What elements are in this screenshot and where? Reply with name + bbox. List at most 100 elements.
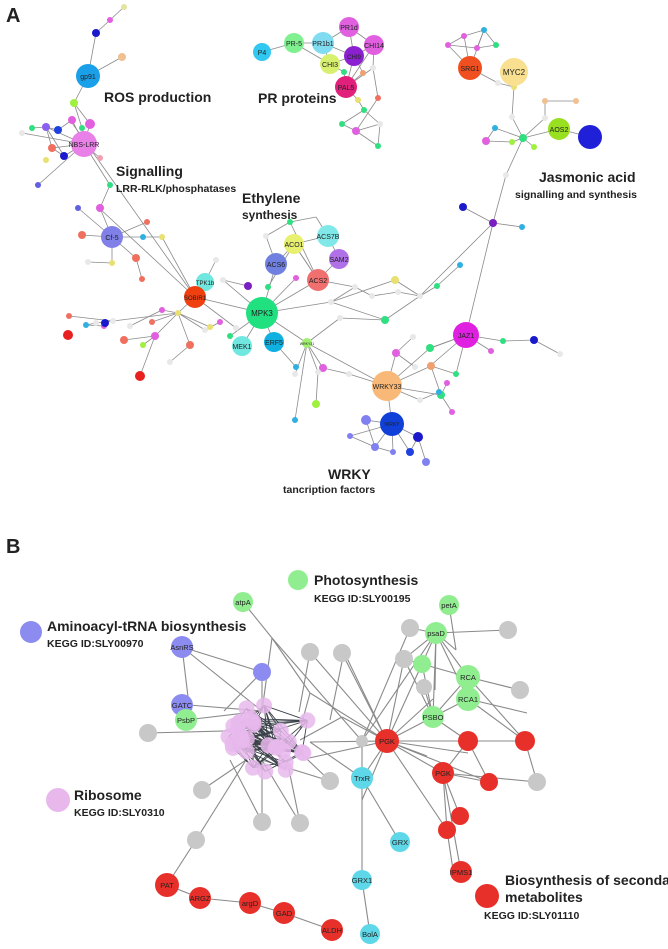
network-node <box>256 697 273 714</box>
svg-text:WRKY31: WRKY31 <box>300 342 314 346</box>
network-node <box>263 233 269 239</box>
svg-text:SRG1: SRG1 <box>460 66 479 73</box>
network-node <box>118 53 126 61</box>
svg-text:ERF5: ERF5 <box>265 340 283 347</box>
svg-text:CHI14: CHI14 <box>364 43 384 50</box>
label-signalling: Signalling <box>116 163 183 179</box>
node-srg1: SRG1 <box>458 56 482 80</box>
network-node <box>140 234 146 240</box>
network-node <box>453 371 459 377</box>
node-grx1: GRX1 <box>352 870 372 890</box>
svg-text:SAM2: SAM2 <box>329 257 348 264</box>
svg-text:RCA: RCA <box>460 673 476 682</box>
network-node <box>293 364 299 370</box>
network-node <box>101 319 109 327</box>
network-node <box>519 134 527 142</box>
network-node <box>557 351 563 357</box>
network-node <box>573 98 579 104</box>
network-node <box>438 821 456 839</box>
node-pat: PAT <box>155 873 179 897</box>
node-tpk1b: TPK1b <box>196 273 215 291</box>
node-asnrs: AsnRS <box>170 636 194 658</box>
network-node <box>75 205 81 211</box>
network-node <box>193 781 211 799</box>
network-node <box>139 276 145 282</box>
panel-b: atpA petA AsnRS GATC PsbP psaD <box>6 536 668 944</box>
network-node <box>107 182 113 188</box>
network-node <box>511 681 529 699</box>
network-node <box>292 371 298 377</box>
network-node <box>202 327 208 333</box>
node-argd: argD <box>239 892 261 914</box>
network-node <box>135 371 145 381</box>
node-gad: GAD <box>273 902 295 924</box>
svg-text:ACO1: ACO1 <box>284 242 303 249</box>
svg-text:PsbP: PsbP <box>177 716 195 725</box>
node-acs6: ACS6 <box>265 253 287 275</box>
label-jasmonic-sub: signalling and synthesis <box>515 189 637 201</box>
network-node <box>92 29 100 37</box>
panel-a-letter: A <box>6 5 20 27</box>
svg-text:CHI9: CHI9 <box>347 55 361 61</box>
node-grx: GRX <box>390 832 410 852</box>
legend-secondary-swatch <box>475 884 499 908</box>
network-node <box>79 125 85 131</box>
network-node <box>299 712 316 729</box>
network-node <box>519 224 525 230</box>
network-node <box>515 731 535 751</box>
label-jasmonic-acid: Jasmonic acid <box>539 169 636 185</box>
svg-text:PGK: PGK <box>379 737 395 746</box>
network-node <box>413 432 423 442</box>
network-node <box>355 97 361 103</box>
network-node <box>43 157 49 163</box>
node-acs7b: ACS7B <box>317 225 340 247</box>
network-node <box>361 107 367 113</box>
network-node <box>480 773 498 791</box>
node-psbp: PsbP <box>175 709 197 731</box>
network-node <box>352 127 360 135</box>
node-mek1: MEK1 <box>232 336 252 356</box>
network-node <box>412 364 418 370</box>
network-node <box>427 362 435 370</box>
network-node <box>144 219 150 225</box>
network-node <box>346 371 352 377</box>
network-node <box>410 334 416 340</box>
node-acs2: ACS2 <box>307 269 329 291</box>
node-pr1d: PR1d <box>339 17 359 37</box>
network-node <box>287 219 293 225</box>
svg-text:ARGZ: ARGZ <box>190 894 211 903</box>
network-node <box>528 773 546 791</box>
network-node <box>29 125 35 131</box>
node-rca1: RCA1 <box>456 687 480 711</box>
legend-secondary-label-2: metabolites <box>505 889 583 905</box>
network-node <box>375 95 381 101</box>
legend-photosynthesis-swatch <box>288 570 308 590</box>
legend-aminoacyl-label: Aminoacyl-tRNA biosynthesis <box>47 618 247 634</box>
svg-text:PAL5: PAL5 <box>338 85 355 92</box>
network-node <box>60 152 68 160</box>
network-node <box>377 121 383 127</box>
network-node <box>495 80 501 86</box>
network-node <box>244 282 252 290</box>
network-node <box>434 283 440 289</box>
node-sobir1: SOBIR1 <box>184 286 207 308</box>
label-wrky: WRKY <box>328 466 371 482</box>
network-node <box>489 219 497 227</box>
network-node <box>390 449 396 455</box>
network-node <box>451 807 469 825</box>
network-node <box>492 125 498 131</box>
svg-text:RCA1: RCA1 <box>458 695 478 704</box>
network-node <box>238 730 255 747</box>
network-node <box>175 310 181 316</box>
network-node <box>499 621 517 639</box>
network-node <box>207 324 213 330</box>
network-node <box>187 831 205 849</box>
svg-text:TPK1b: TPK1b <box>196 281 215 287</box>
node-chi3: CHI3 <box>320 54 340 74</box>
network-node <box>121 4 127 10</box>
network-node <box>436 389 442 395</box>
network-node <box>253 813 271 831</box>
svg-text:Cf-5: Cf-5 <box>105 235 118 242</box>
svg-text:ACS7B: ACS7B <box>317 234 340 241</box>
